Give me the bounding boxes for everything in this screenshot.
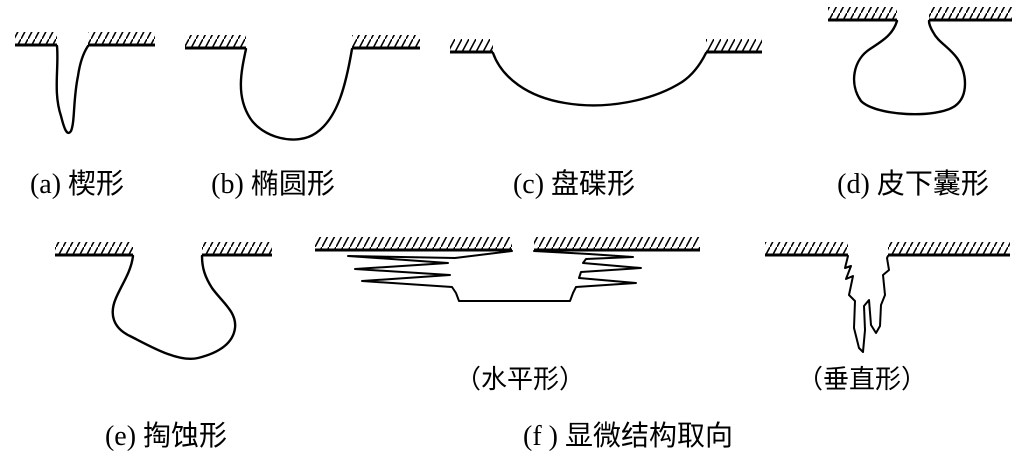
figure-a-wedge: (a) 楔形	[15, 32, 155, 200]
figure-e-label: (e) 掏蚀形	[105, 420, 227, 452]
hatch-band	[88, 32, 155, 45]
pit-outline-wedge	[55, 44, 90, 135]
pit-outline-undercut	[111, 254, 237, 361]
figure-b-label: (b) 椭圆形	[211, 168, 335, 200]
hatch-band	[828, 7, 897, 20]
hatch-band	[450, 39, 493, 52]
figure-c-dish: (c) 盘碟形	[450, 39, 762, 200]
figure-e-undercut: (e) 掏蚀形	[55, 242, 272, 452]
hatch-band	[534, 237, 700, 250]
pit-outline-dish	[491, 51, 708, 107]
pit-outline-horizontal-lamellar	[347, 250, 642, 302]
hatch-band	[765, 242, 848, 255]
pit-outline-elliptical	[239, 47, 354, 141]
figure-f-horizontal: （水平形）	[315, 237, 700, 394]
pit-outline-sac	[853, 19, 967, 116]
figure-f-vertical-label: （垂直形）	[797, 365, 927, 394]
hatch-band	[315, 237, 512, 250]
figure-f-vertical: （垂直形）	[765, 242, 1010, 394]
figure-c-label: (c) 盘碟形	[513, 168, 635, 200]
hatch-band	[888, 242, 1010, 255]
hatch-band	[15, 32, 57, 45]
figure-a-label: (a) 楔形	[30, 168, 124, 200]
hatch-band	[352, 35, 420, 48]
hatch-band	[929, 7, 1012, 20]
hatch-band	[202, 242, 272, 255]
hatch-band	[706, 39, 762, 52]
figure-f-label: (f ) 显微结构取向	[523, 420, 733, 452]
hatch-band	[55, 242, 133, 255]
pit-outline-vertical-lamellar	[844, 255, 890, 353]
hatch-band	[185, 35, 246, 48]
figure-d-sac: (d) 皮下囊形	[828, 7, 1012, 200]
figure-b-elliptical: (b) 椭圆形	[185, 35, 420, 200]
figure-d-label: (d) 皮下囊形	[837, 168, 989, 200]
figure-f-horizontal-label: （水平形）	[455, 365, 585, 394]
